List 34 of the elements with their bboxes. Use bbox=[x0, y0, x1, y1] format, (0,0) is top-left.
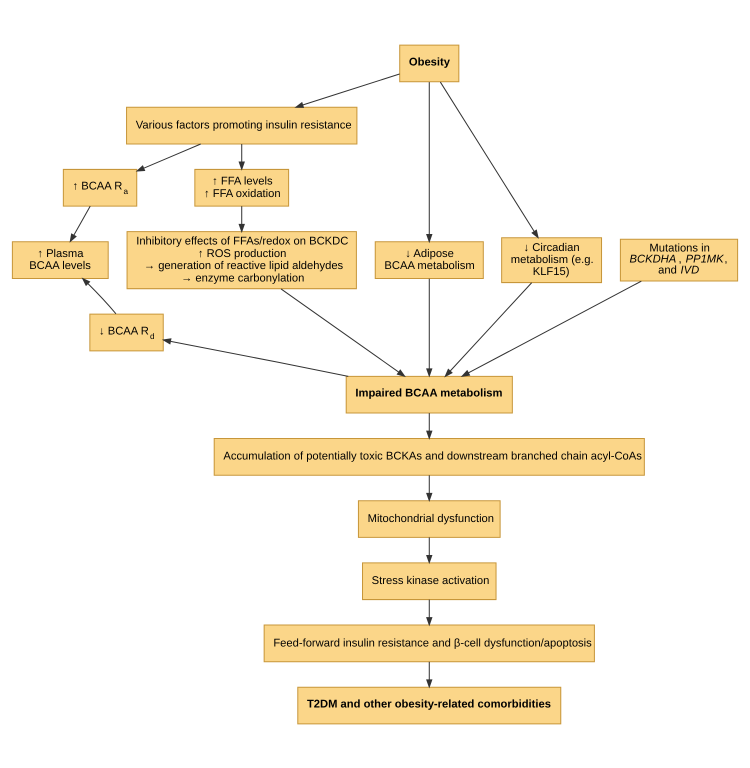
node-box: ↑ FFA levels ↑ FFA oxidation bbox=[194, 168, 290, 206]
node-box: Accumulation of potentially toxic BCKAs and downstream branched chain acyl-CoAs bbox=[214, 438, 645, 476]
node-box: ↓ Circadian metabolism (e.g. KLF15) bbox=[501, 236, 602, 283]
arrow bbox=[162, 338, 348, 376]
arrow bbox=[426, 536, 432, 564]
node-box: Inhibitory effects of FFAs/redox on BCKDC ↑ ROS production → generation of reactive lipid aldehydes → enzyme carbonylation bbox=[126, 230, 357, 289]
arrow bbox=[70, 205, 91, 242]
node-box: Stress kinase activation bbox=[362, 562, 497, 600]
arrow bbox=[460, 280, 642, 376]
arrow bbox=[426, 661, 432, 688]
arrow bbox=[426, 474, 432, 502]
arrow bbox=[426, 599, 432, 626]
node-box: ↓ BCAA R$_{d}$ bbox=[89, 313, 164, 351]
arrow bbox=[426, 278, 432, 378]
node-box: Mitochondrial dysfunction bbox=[358, 500, 501, 538]
arrow bbox=[136, 143, 201, 172]
node-box: Feed-forward insulin resistance and β-cell dysfunction/apoptosis bbox=[264, 624, 595, 662]
arrow bbox=[426, 412, 432, 440]
node-box: Obesity bbox=[399, 44, 460, 82]
arrow bbox=[440, 81, 539, 238]
arrow bbox=[444, 282, 532, 377]
arrow bbox=[426, 82, 432, 243]
node-box: Mutations in BCKDHA, PP1MK, and IVD bbox=[620, 238, 738, 282]
node-box: ↑ Plasma BCAA levels bbox=[12, 240, 109, 278]
node-box: T2DM and other obesity-related comorbidities bbox=[297, 686, 562, 724]
arrow bbox=[238, 144, 245, 170]
node-box: Various factors promoting insulin resistance bbox=[126, 106, 358, 144]
arrow bbox=[280, 288, 406, 377]
arrow bbox=[82, 276, 116, 314]
node-box: ↓ Adipose BCAA metabolism bbox=[374, 240, 484, 278]
arrow bbox=[238, 206, 245, 233]
node-box: Impaired BCAA metabolism bbox=[346, 375, 513, 414]
node-box: ↑ BCAA R$_{a}$ bbox=[62, 168, 138, 206]
arrow bbox=[294, 72, 400, 108]
